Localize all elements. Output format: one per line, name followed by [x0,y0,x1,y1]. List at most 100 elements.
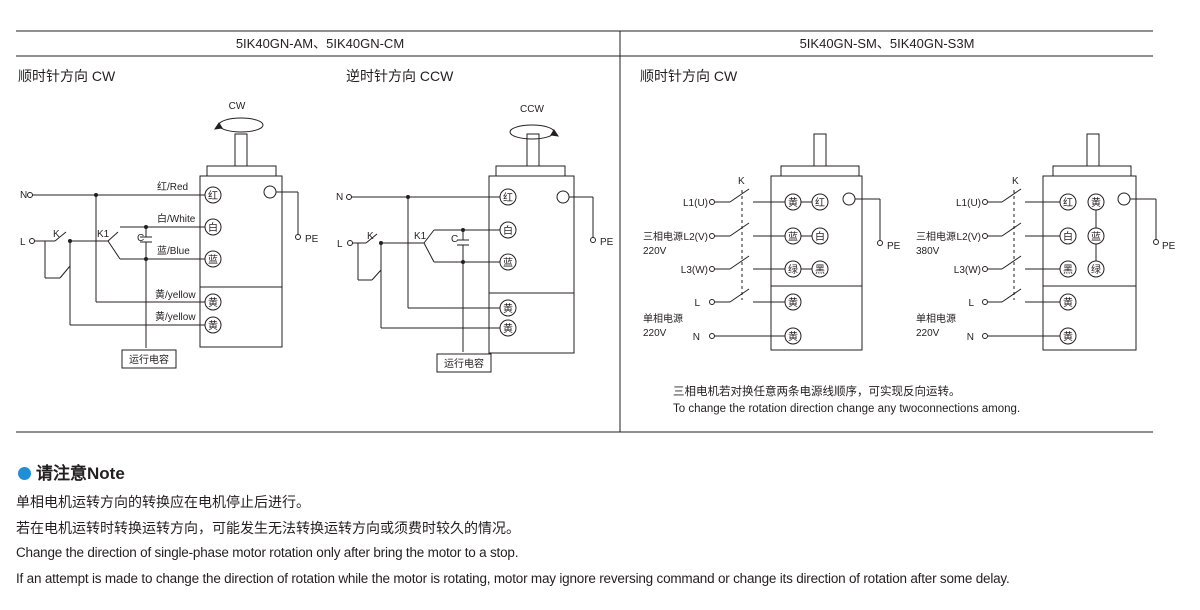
pin-label: 蓝 [208,254,218,266]
line-label: L [694,298,700,309]
header-frame [16,30,1153,433]
note-line: 若在电机运转时转换运转方向，可能发生无法转换运转方向或须费时较久的情况。 [16,520,520,536]
terminals [346,194,596,246]
pin-label: 黄 [1063,296,1073,309]
supply-voltage: 220V [643,246,667,257]
wire-label: 白/White [157,212,196,225]
wire-label: 蓝/Blue [157,245,190,257]
switch-k: K [367,231,374,242]
terminal-n: N [20,190,27,201]
pin-label: 蓝 [788,231,798,243]
switch-k: K [1012,176,1019,187]
ground-icon [1117,192,1131,206]
line-label: N [693,332,700,343]
ground-icon [263,185,277,199]
header-right: 5IK40GN-SM、5IK40GN-S3M [800,36,975,51]
pin-label: 黄 [1063,330,1073,343]
panel-three-phase-380: 红 黄 白 蓝 黑 绿 黄 黄 K L1(U) L2(V) L3(W) L N … [916,133,1176,351]
motor-body [488,133,575,354]
terminal-l: L [20,237,26,248]
wiring [30,191,299,348]
supply-label: 三相电源 [916,230,956,243]
pin-label: 黄 [208,319,218,332]
pin-label: 黄 [788,330,798,343]
supply-voltage: 220V [643,328,667,339]
motor-body [1042,133,1137,351]
terminals [27,192,301,244]
supply-label: 单相电源 [916,312,956,325]
capacitor-box-label: 运行电容 [129,353,169,366]
pin-label: 白 [503,224,513,237]
capacitor-box [121,349,177,369]
rotation-arrow-icon [213,117,264,133]
rotation-arrow-icon [509,124,560,140]
terminal-n: N [336,192,343,203]
switch-k1: K1 [414,231,427,242]
wire-label: 红/Red [157,180,188,193]
motor-body [199,133,283,348]
pin-label: 红 [503,191,513,204]
pin-label: 白 [1063,230,1073,243]
line-label: N [967,332,974,343]
note-line: 单相电机运转方向的转换应在电机停止后进行。 [16,494,310,510]
wire-label: 黄/yellow [155,288,196,301]
terminals [709,199,883,339]
panel-three-phase-220: 顺时针方向 CW 黄 红 蓝 白 绿 黑 黄 黄 [640,68,901,351]
panel-ccw-single: 逆时针方向 CCW CCW 红 白 蓝 黄 黄 [336,68,614,373]
pin-label: 黄 [503,322,513,335]
pin-column [204,185,277,334]
line-label: L3(W) [681,265,708,276]
terminal-pe: PE [887,241,901,252]
line-label: L [968,298,974,309]
rotation-label: CW [229,101,246,112]
wiring [715,188,881,337]
pin-label: 黑 [815,264,825,276]
switch-k1: K1 [97,229,110,240]
capacitor-c: C [137,233,144,244]
wiring [988,188,1157,337]
pin-label: 红 [815,196,825,209]
terminal-pe: PE [305,234,319,245]
bullet-icon [18,467,31,480]
pin-label: 白 [208,221,218,234]
direction-label: 逆时针方向 CCW [346,68,454,84]
pin-label: 蓝 [503,257,513,269]
note-line: Change the direction of single-phase mot… [16,545,519,560]
note-title-text: 请注意Note [36,464,125,483]
pin-label: 黄 [503,302,513,315]
terminals [982,199,1159,339]
note-line: If an attempt is made to change the dire… [16,571,1010,586]
direction-label: 顺时针方向 CW [18,68,116,84]
ground-icon [842,192,856,206]
three-phase-note-zh: 三相电机若对换任意两条电源线顺序，可实现反向运转。 [673,384,961,398]
line-label: L3(W) [954,265,981,276]
terminal-pe: PE [1162,241,1176,252]
note-title: 请注意Note [18,459,125,484]
pin-label: 蓝 [1091,231,1101,243]
pin-label: 红 [1063,196,1073,209]
wire-label: 黄/yellow [155,310,196,323]
pin-label: 黄 [788,196,798,209]
line-label: L1(U) [683,198,708,209]
pin-links [801,201,812,270]
capacitor-box-label: 运行电容 [444,357,484,370]
ground-icon [556,190,570,204]
rotation-label: CCW [520,104,544,115]
pin-label: 红 [208,189,218,202]
motor-body [770,133,863,351]
pin-label: 黄 [208,296,218,309]
line-label: L1(U) [956,198,981,209]
terminal-l: L [337,239,343,250]
pin-label: 绿 [788,263,798,276]
junctions [379,195,465,264]
direction-label: 顺时针方向 CW [640,68,738,84]
wiring [349,196,594,352]
header-left: 5IK40GN-AM、5IK40GN-CM [236,36,404,51]
pin-label: 白 [815,230,825,243]
pin-label: 黑 [1063,264,1073,276]
switch-k: K [53,229,60,240]
pin-label: 黄 [788,296,798,309]
supply-label: 三相电源 [643,230,683,243]
supply-label: 单相电源 [643,312,683,325]
line-label: L2(V) [684,232,708,243]
